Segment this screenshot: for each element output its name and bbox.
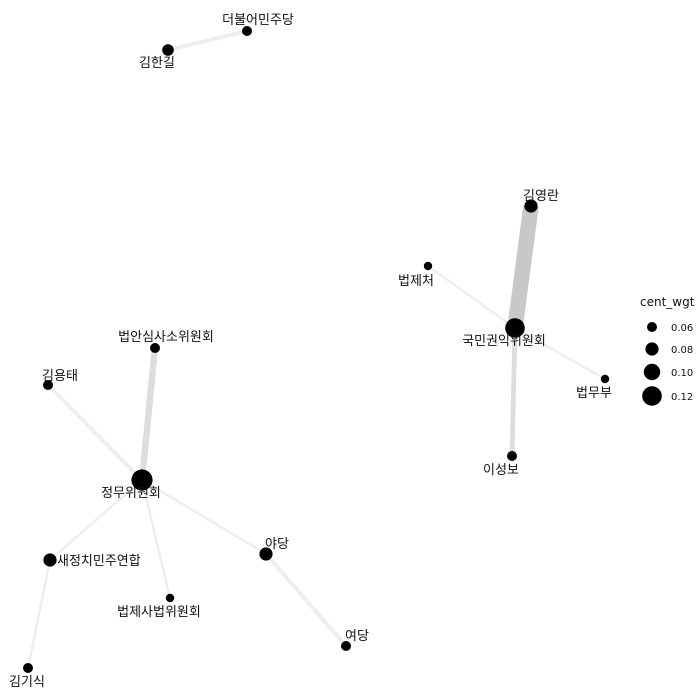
edge-김용태-정무위원회 bbox=[46, 383, 144, 482]
legend-items: 0.06 0.08 0.10 0.12 bbox=[642, 322, 693, 406]
legend-label-0.12: 0.12 bbox=[671, 392, 693, 403]
node-법무부 bbox=[600, 374, 610, 384]
node-label-김기식: 김기식 bbox=[9, 675, 45, 690]
edge-김영란-국민권익위원회 bbox=[507, 204, 539, 330]
legend-label-0.08: 0.08 bbox=[671, 345, 693, 356]
node-label-새정치민주연합: 새정치민주연합 bbox=[57, 554, 141, 569]
node-이성보 bbox=[507, 451, 517, 461]
node-label-법제사법위원회: 법제사법위원회 bbox=[117, 605, 201, 620]
edge-정무위원회-새정치민주연합 bbox=[49, 479, 143, 561]
node-label-국민권익위원회: 국민권익위원회 bbox=[462, 334, 546, 349]
legend-key-0.10 bbox=[643, 363, 661, 381]
node-야당 bbox=[259, 547, 273, 561]
node-법제처 bbox=[423, 261, 433, 271]
node-label-법무부: 법무부 bbox=[576, 386, 612, 401]
node-김기식 bbox=[23, 663, 33, 673]
node-법안심사소위원회 bbox=[150, 343, 160, 353]
legend: cent_wgt 0.06 0.08 0.10 0.12 bbox=[640, 295, 695, 406]
edge-layer bbox=[26, 29, 606, 669]
edge-김한길-더불어민주당 bbox=[167, 29, 248, 52]
node-label-여당: 여당 bbox=[345, 629, 369, 644]
node-label-김영란: 김영란 bbox=[523, 189, 559, 204]
edge-법안심사소위원회-정무위원회 bbox=[138, 347, 159, 481]
node-label-법안심사소위원회: 법안심사소위원회 bbox=[118, 330, 214, 345]
legend-key-0.12 bbox=[642, 386, 662, 406]
legend-label-0.10: 0.10 bbox=[671, 368, 693, 379]
node-더불어민주당 bbox=[242, 26, 252, 36]
node-새정치민주연합 bbox=[43, 553, 57, 567]
node-국민권익위원회 bbox=[505, 318, 525, 338]
node-김영란 bbox=[524, 199, 538, 213]
node-label-정무위원회: 정무위원회 bbox=[101, 486, 161, 501]
legend-key-0.06 bbox=[647, 322, 657, 332]
node-김한길 bbox=[162, 44, 174, 56]
edge-야당-여당 bbox=[264, 552, 348, 648]
node-정무위원회 bbox=[131, 469, 153, 491]
node-label-더불어민주당: 더불어민주당 bbox=[222, 13, 294, 28]
node-label-이성보: 이성보 bbox=[483, 463, 519, 478]
edge-국민권익위원회-이성보 bbox=[509, 327, 518, 457]
edge-정무위원회-야당 bbox=[141, 478, 267, 556]
node-여당 bbox=[341, 641, 351, 651]
node-label-김용태: 김용태 bbox=[42, 369, 78, 384]
node-김용태 bbox=[43, 380, 53, 390]
edge-새정치민주연합-김기식 bbox=[26, 559, 52, 669]
node-label-김한길: 김한길 bbox=[139, 56, 175, 71]
node-label-법제처: 법제처 bbox=[398, 274, 434, 289]
node-label-야당: 야당 bbox=[265, 537, 289, 552]
legend-key-0.08 bbox=[645, 342, 659, 356]
node-법제사법위원회 bbox=[165, 593, 175, 603]
legend-title: cent_wgt bbox=[640, 295, 695, 309]
edge-법제처-국민권익위원회 bbox=[427, 264, 516, 330]
edge-국민권익위원회-법무부 bbox=[514, 326, 606, 381]
edge-정무위원회-법제사법위원회 bbox=[140, 479, 172, 599]
legend-label-0.06: 0.06 bbox=[671, 323, 693, 334]
node-layer bbox=[23, 26, 610, 673]
